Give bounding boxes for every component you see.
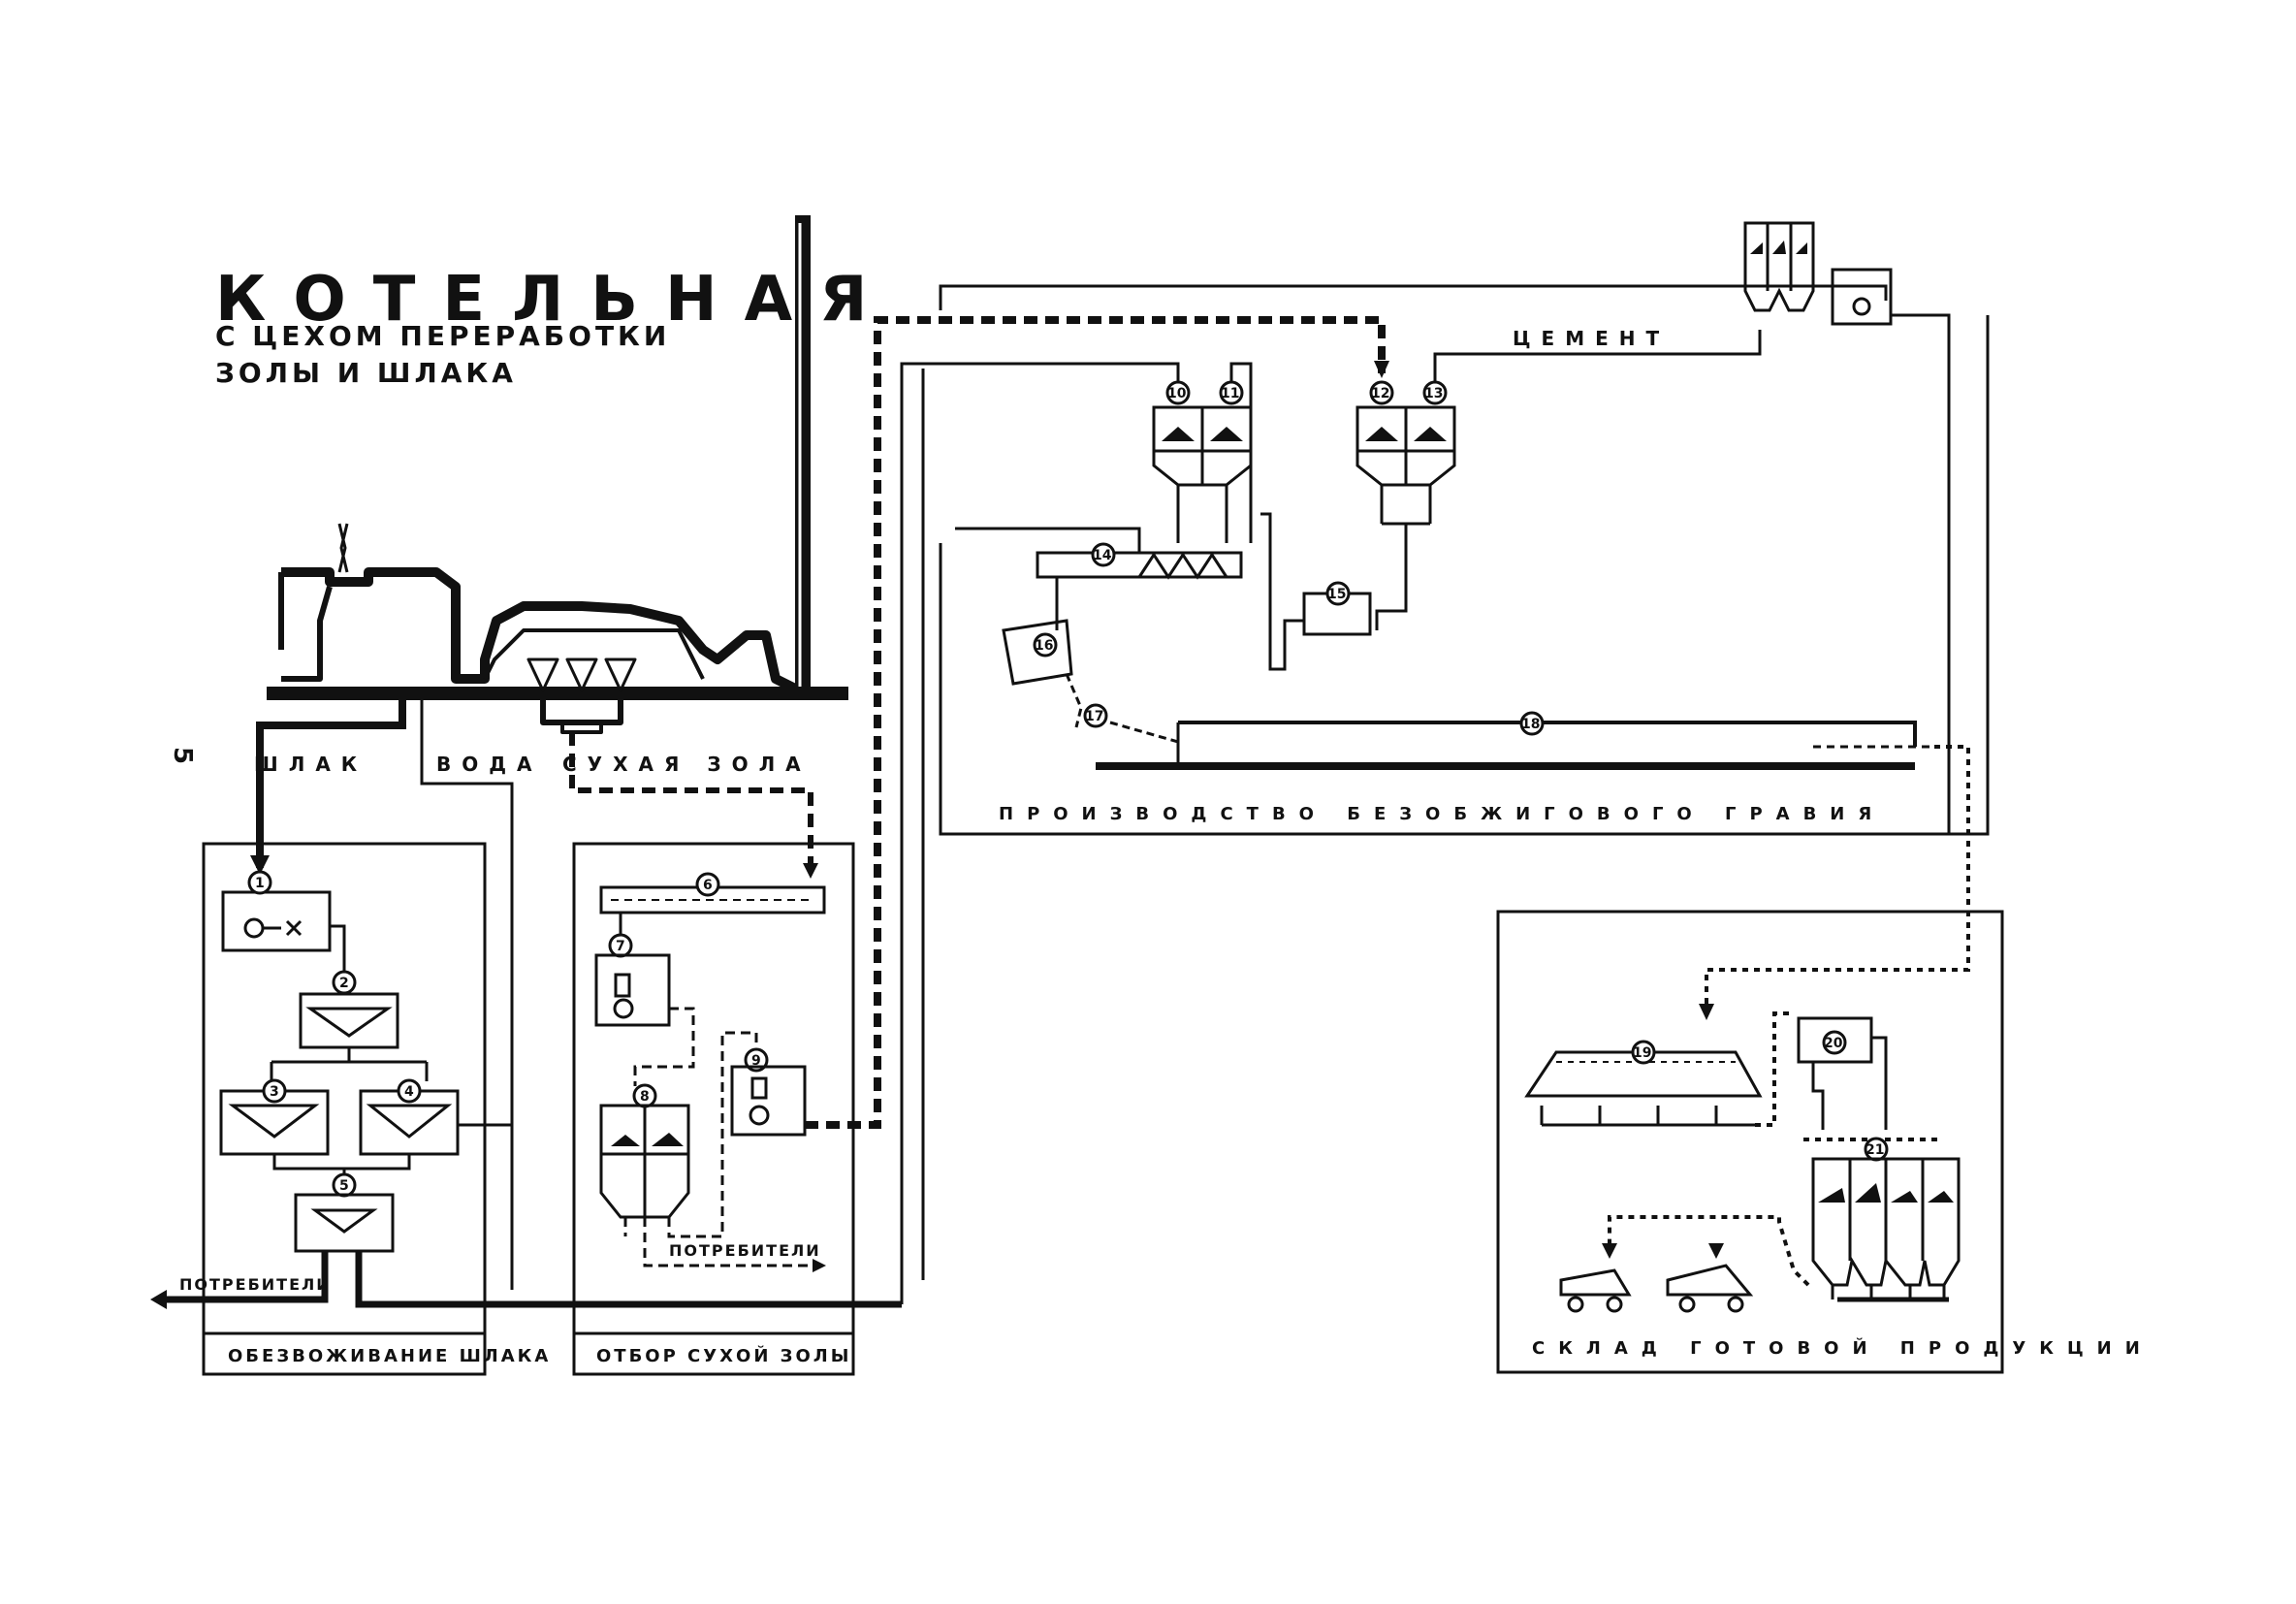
ash-pneumo-box (730, 1065, 807, 1137)
cement-feed-line (1433, 330, 1762, 383)
section-finished-storage: СКЛАД ГОТОВОЙ ПРОДУКЦИИ 19 20 21 (1496, 910, 2153, 1374)
diagram-subtitle-line1: С ЦЕХОМ ПЕРЕРАБОТКИ (215, 320, 670, 352)
section-dry-ash: ОТБОР СУХОЙ ЗОЛЫ 6 7 8 9 ПОТРЕБИТЕЛИ (572, 316, 1389, 1376)
svg-text:19: 19 (1633, 1045, 1651, 1061)
label-dry-ash: СУХАЯ ЗОЛА (562, 753, 812, 776)
ash-pump-box (594, 953, 671, 1027)
label-slag-consumers: ПОТРЕБИТЕЛИ (179, 1275, 332, 1294)
svg-text:15: 15 (1327, 587, 1346, 602)
label-slag-dewatering: ОБЕЗВОЖИВАНИЕ ШЛАКА (228, 1346, 551, 1366)
gravel-to-storage-line (1705, 745, 1970, 1013)
exhaust-fan-icon (337, 523, 349, 573)
svg-text:20: 20 (1824, 1036, 1843, 1051)
chimney-stack (795, 215, 811, 700)
diagram-subtitle-line2: ЗОЛЫ И ШЛАКА (215, 357, 517, 389)
label-gravel-production: ПРОИЗВОДСТВО БЕЗОБЖИГОВОГО ГРАВИЯ (999, 804, 1885, 824)
truck-1 (1559, 1268, 1632, 1297)
label-dry-ash-selection: ОТБОР СУХОЙ ЗОЛЫ (596, 1345, 851, 1366)
slag-to-plant-line (355, 1251, 902, 1308)
slag-feed-line (256, 700, 406, 868)
slag-crusher-box (299, 992, 399, 1049)
svg-text:16: 16 (1035, 638, 1053, 654)
section-slag-dewatering: ОБЕЗВОЖИВАНИЕ ШЛАКА 1 2 3 4 5 ПОТРЕБИТЕЛ… (150, 842, 902, 1376)
label-water: ВОДА (436, 753, 543, 776)
svg-text:8: 8 (640, 1089, 650, 1105)
svg-text:1: 1 (255, 876, 265, 891)
mixer-screw (1036, 551, 1243, 579)
cement-silos (1743, 221, 1951, 836)
storage-sieve (1524, 1050, 1763, 1098)
transfer-lines (900, 284, 1888, 1304)
storage-to-trucks-line (1608, 1215, 1810, 1287)
svg-text:9: 9 (751, 1053, 761, 1069)
slag-final-box (294, 1193, 395, 1253)
svg-text:10: 10 (1167, 386, 1187, 401)
svg-text:14: 14 (1093, 548, 1112, 563)
section-gravel-production: ПРОИЗВОДСТВО БЕЗОБЖИГОВОГО ГРАВИЯ 10 11 … (939, 315, 1990, 1020)
dry-ash-line (569, 732, 813, 873)
silo-pair-b (1355, 405, 1456, 487)
truck-2 (1666, 1264, 1754, 1297)
svg-text:7: 7 (616, 939, 625, 954)
granulator (1002, 619, 1073, 686)
water-line (420, 700, 514, 1159)
slag-feeder-box (221, 890, 332, 952)
svg-text:18: 18 (1521, 717, 1540, 732)
diagram-title: КОТЕЛЬНАЯ (215, 264, 894, 336)
ash-silo-pair (599, 1104, 690, 1219)
label-slag: ШЛАК (254, 753, 367, 776)
svg-text:17: 17 (1085, 709, 1103, 724)
svg-text:4: 4 (404, 1084, 414, 1100)
cement-truck-box (1831, 268, 1893, 326)
feed-lines (250, 700, 818, 1159)
boiler-house (267, 215, 848, 734)
silo-pair-a (1152, 405, 1253, 487)
boiler-hoppers (526, 658, 637, 692)
svg-text:2: 2 (339, 976, 349, 991)
svg-text:5: 5 (339, 1178, 349, 1194)
svg-text:11: 11 (1221, 386, 1239, 401)
label-ash-consumers: ПОТРЕБИТЕЛИ (669, 1241, 821, 1260)
label-finished-storage: СКЛАД ГОТОВОЙ ПРОДУКЦИИ (1532, 1337, 2153, 1359)
svg-text:3: 3 (270, 1084, 279, 1100)
storage-feeder-box (1797, 1016, 1873, 1064)
side-page-mark: 5 (168, 747, 197, 764)
ash-to-silos-line (805, 316, 1386, 1129)
svg-text:12: 12 (1371, 386, 1389, 401)
cement-loop-line (939, 284, 1888, 310)
slag-feed-arrow (250, 855, 270, 875)
slag-consumers-line (160, 1251, 329, 1303)
label-cement: ЦЕМЕНТ (1513, 327, 1670, 350)
svg-text:13: 13 (1424, 386, 1443, 401)
slag-transfer-line (900, 362, 1180, 1304)
svg-text:21: 21 (1866, 1142, 1884, 1158)
svg-text:6: 6 (703, 878, 713, 893)
storage-silo-row (1811, 1157, 1961, 1287)
long-conveyor-top (1178, 721, 1917, 747)
